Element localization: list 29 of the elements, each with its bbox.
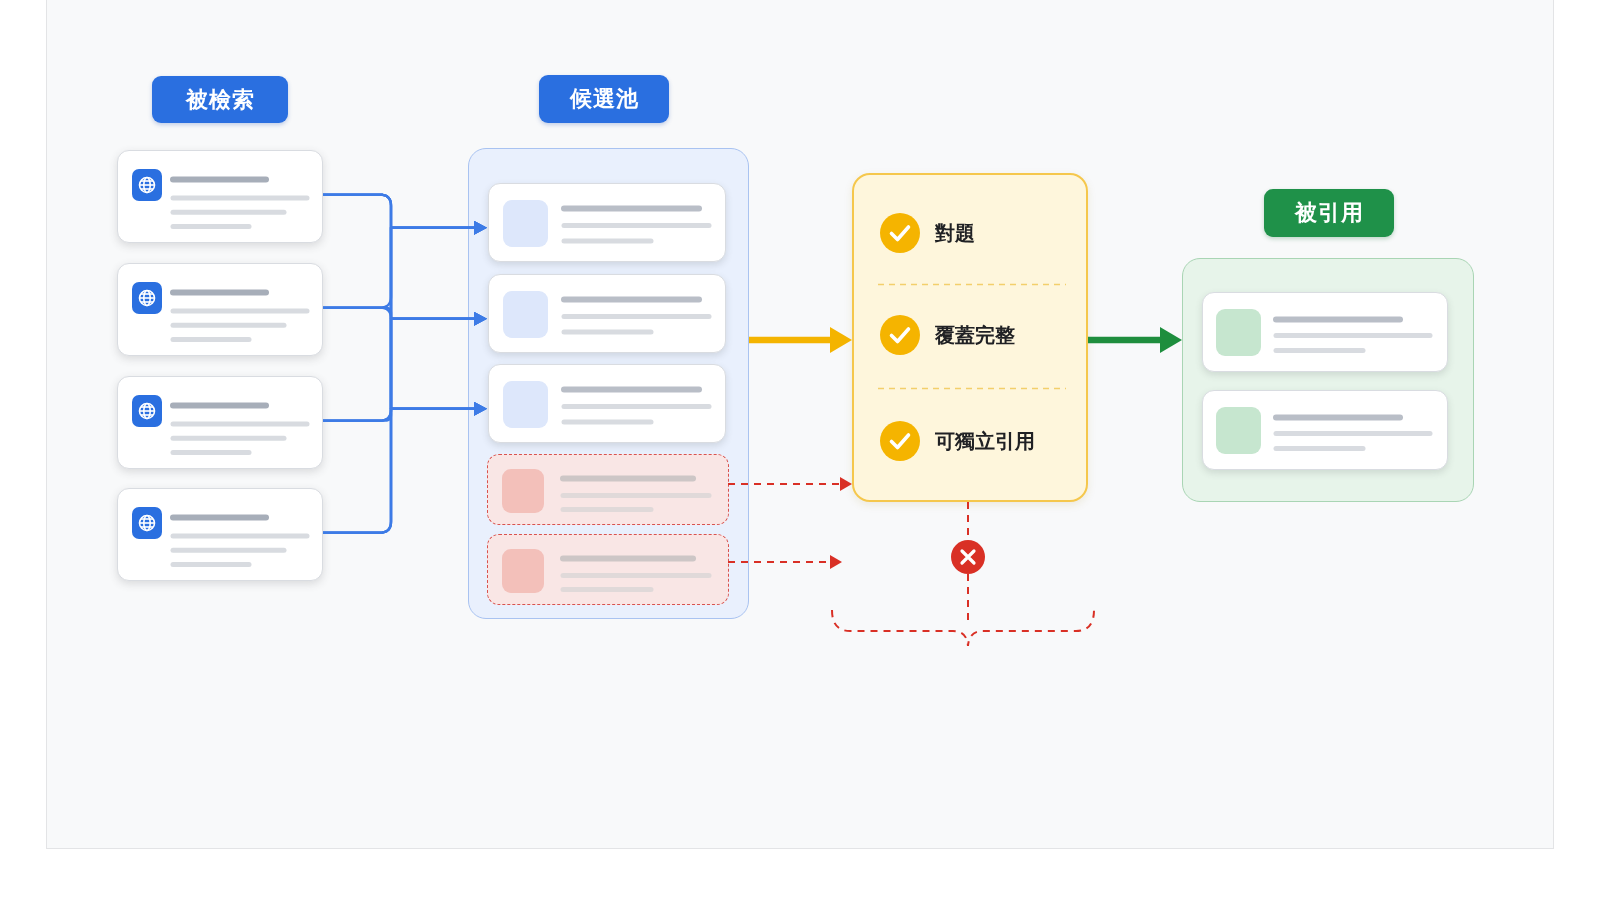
criterion-text: 覆蓋完整: [935, 322, 1015, 348]
stage-title: 被檢索: [185, 85, 255, 114]
cited-panel: [1182, 258, 1474, 502]
rejected-card: [487, 534, 729, 605]
connector-arrow: [749, 327, 852, 353]
connector-arrow: [727, 477, 852, 491]
connector-arrow: [1088, 327, 1182, 353]
criteria-card: [852, 173, 1088, 502]
document-card: [488, 274, 726, 353]
document-card: [488, 364, 726, 443]
criterion-text: 可獨立引用: [935, 428, 1035, 454]
web-page-card: [117, 488, 323, 581]
web-page-card: [117, 263, 323, 356]
stage-tag: [539, 75, 669, 123]
document-card: [488, 183, 726, 262]
stage-title: 被引用: [1294, 199, 1364, 227]
candidate-pool-panel: [468, 148, 749, 619]
stage-tag: [152, 76, 288, 123]
cited-card: [1202, 390, 1448, 470]
connector-arrow: [323, 401, 487, 534]
web-page-card: [117, 376, 323, 469]
criterion-text: 對題: [935, 220, 975, 246]
connector-arrow: [727, 555, 842, 569]
connector-line: [967, 573, 969, 623]
web-page-card: [117, 150, 323, 243]
rejected-card: [487, 454, 729, 525]
cited-card: [1202, 292, 1448, 372]
stage-title: 候選池: [569, 85, 639, 113]
stage-tag: [1264, 189, 1394, 237]
